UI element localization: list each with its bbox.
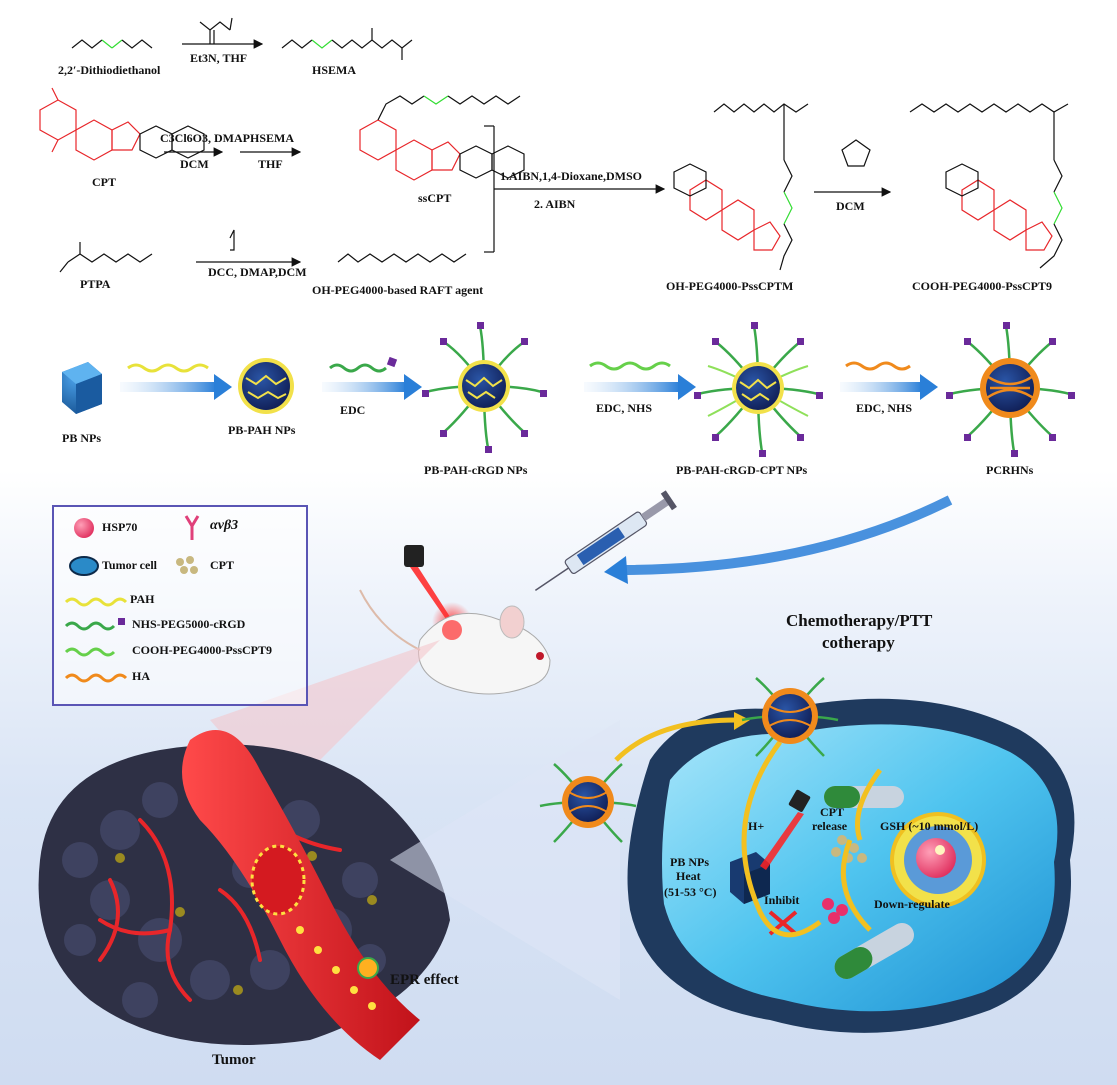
nhs-line bbox=[66, 623, 114, 629]
legend-nhs: NHS-PEG5000-cRGD bbox=[132, 617, 245, 632]
cooh-line bbox=[66, 649, 114, 655]
tumor-cell-icon bbox=[70, 557, 98, 575]
avb3-icon bbox=[186, 516, 198, 540]
hsp70-icon bbox=[74, 518, 94, 538]
ha-line bbox=[66, 675, 126, 681]
cpt-icon bbox=[176, 556, 198, 574]
legend-avb3: αvβ3 bbox=[210, 518, 238, 534]
legend-ha: HA bbox=[132, 669, 150, 684]
legend-cpt: CPT bbox=[210, 558, 234, 573]
pah-line bbox=[66, 599, 126, 605]
legend-tumorcell: Tumor cell bbox=[102, 558, 157, 573]
legend-pah: PAH bbox=[130, 592, 154, 607]
legend-cooh: COOH-PEG4000-PssCPT9 bbox=[132, 643, 272, 658]
legend-hsp70: HSP70 bbox=[102, 520, 137, 535]
